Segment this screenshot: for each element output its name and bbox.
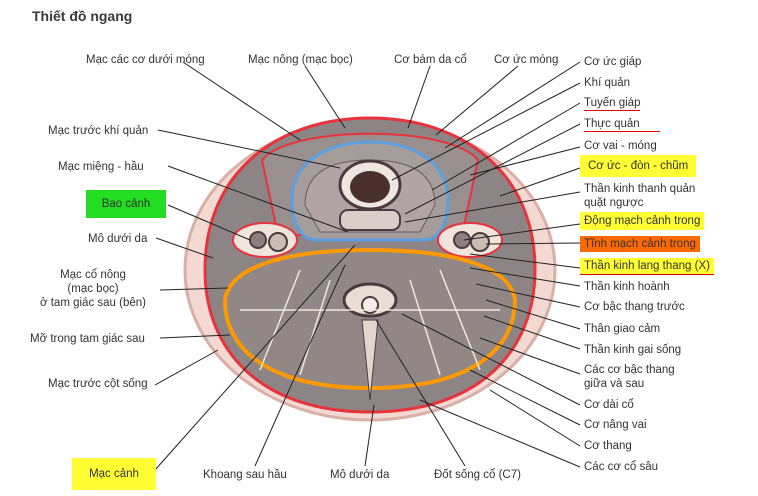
label-deep-neck-muscles: Các cơ cổ sâu: [584, 461, 659, 473]
label-sternohyoid: Cơ ức móng: [494, 54, 559, 66]
label-sympathetic-trunk: Thân giao cảm: [584, 323, 661, 335]
label-posterior-triangle-fat: Mỡ trong tam giác sau: [30, 333, 145, 345]
label-sternocleidomastoid: Cơ ức - đòn - chũm: [580, 155, 697, 177]
label-anterior-scalene: Cơ bậc thang trước: [584, 301, 685, 313]
label-superficial-cervical-fascia: Mạc cổ nông (mạc bọc) ở tam giác sau (bê…: [40, 269, 146, 309]
label-subcutaneous-tissue-bottom: Mô dưới da: [330, 469, 390, 481]
diagram-title: Thiết đồ ngang: [32, 8, 133, 24]
label-phrenic-nerve: Thần kinh hoành: [584, 281, 670, 293]
label-buccopharyngeal-fascia: Mạc miệng - hầu: [58, 161, 144, 173]
esophagus: [339, 209, 401, 231]
label-vagus-nerve: Thần kinh lang thang (X): [580, 258, 714, 275]
label-infrahyoid-fascia: Mạc các cơ dưới móng: [86, 54, 205, 66]
label-internal-carotid-artery: Động mạch cảnh trong: [580, 212, 705, 230]
label-trachea: Khí quản: [584, 77, 631, 89]
label-carotid-sheath: Bao cảnh: [86, 190, 166, 218]
prevertebral-fascia: [222, 247, 518, 391]
spinous-process: [361, 319, 379, 401]
label-esophagus: Thực quản: [584, 117, 660, 132]
label-internal-jugular-vein: Tĩnh mạch cảnh trong: [580, 236, 700, 252]
label-trapezius: Cơ thang: [584, 440, 632, 452]
label-longus-colli: Cơ dài cổ: [584, 399, 634, 411]
jugular-vein-right: [470, 232, 490, 252]
label-c7-vertebra: Đốt sống cổ (C7): [434, 469, 521, 481]
label-pretracheal-fascia: Mạc trước khí quản: [48, 125, 149, 137]
carotid-artery-left: [249, 231, 267, 249]
label-investing-fascia: Mạc nông (mạc bọc): [248, 54, 353, 66]
spinal-canal: [361, 296, 379, 314]
jugular-vein-left: [268, 232, 288, 252]
label-middle-posterior-scalene: Các cơ bậc thang giữa và sau: [584, 364, 675, 390]
label-platysma: Cơ bám da cổ: [394, 54, 467, 66]
label-thyroid-gland: Tuyến giáp: [584, 97, 641, 111]
label-sternothyroid: Cơ ức giáp: [584, 56, 642, 68]
label-levator-scapulae: Cơ nâng vai: [584, 419, 647, 431]
carotid-artery-right: [453, 231, 471, 249]
label-spinal-nerve: Thần kinh gai sống: [584, 344, 682, 356]
trachea-lumen: [350, 171, 390, 203]
label-carotid-fascia: Mạc cảnh: [72, 458, 156, 490]
label-recurrent-laryngeal-nerve: Thần kinh thanh quản quặt ngược: [584, 183, 696, 209]
leader-lines: [154, 61, 581, 471]
muscle-septa: [240, 269, 500, 376]
label-retropharyngeal-space: Khoang sau hầu: [203, 469, 287, 481]
label-omohyoid: Cơ vai - móng: [584, 140, 657, 152]
label-subcutaneous-tissue-left: Mô dưới da: [88, 233, 148, 245]
label-prevertebral-fascia: Mạc trước cột sống: [48, 378, 148, 390]
